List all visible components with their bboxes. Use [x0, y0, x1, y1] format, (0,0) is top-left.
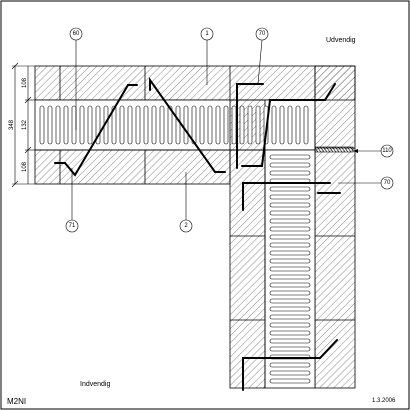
- insulation-slot: [183, 105, 189, 145]
- drawing-date: 1.3.2006: [372, 398, 396, 404]
- insulation-slot: [119, 105, 125, 145]
- wall-tie: [149, 76, 226, 173]
- inner-leaf-vertical: [229, 149, 266, 389]
- insulation-slot: [269, 226, 311, 232]
- insulation-slot: [295, 105, 301, 145]
- wall-ties: [54, 76, 341, 391]
- insulation-slot: [151, 105, 157, 145]
- callout-label-70-top: 70: [258, 31, 266, 37]
- dim-cavity: 132: [22, 120, 28, 131]
- screw-anchor: [314, 146, 354, 153]
- insulation-slot: [269, 218, 311, 224]
- insulation-slot: [271, 105, 277, 145]
- insulation-slot: [269, 282, 311, 288]
- insulation-slot: [207, 105, 213, 145]
- inner-leaf-bottom: [34, 149, 231, 185]
- insulation-slot: [269, 290, 311, 296]
- drawing-code: M2NI: [7, 397, 27, 406]
- insulation-slot: [159, 105, 165, 145]
- insulation-slot: [269, 266, 311, 272]
- dimension-lines: [11, 62, 35, 188]
- dim-total: 348: [9, 120, 15, 131]
- callout-label-110: 110: [382, 148, 392, 154]
- insulation-slot: [269, 338, 311, 344]
- insulation-slot: [269, 210, 311, 216]
- insulation-slot: [39, 105, 45, 145]
- insulation-slot: [269, 242, 311, 248]
- insulation-slot: [215, 105, 221, 145]
- insulation-slot: [303, 105, 309, 145]
- wall-tie: [236, 83, 264, 169]
- insulation-slots-vertical: [269, 154, 311, 384]
- arrow-icon: [353, 149, 358, 153]
- insulation-slot: [269, 378, 311, 384]
- insulation-slot: [269, 194, 311, 200]
- dim-top-leaf: 108: [22, 78, 28, 89]
- insulation-slot: [269, 306, 311, 312]
- insulation-slot: [79, 105, 85, 145]
- insulation-slot: [279, 105, 285, 145]
- insulation-slot: [87, 105, 93, 145]
- insulation-slot: [167, 105, 173, 145]
- insulation-slot: [239, 105, 245, 145]
- wall-tie: [241, 83, 336, 167]
- insulation-slot: [269, 162, 311, 168]
- insulation-slot: [269, 250, 311, 256]
- insulation-slot: [269, 314, 311, 320]
- insulation-slot: [287, 105, 293, 145]
- callout-label-1: 1: [205, 31, 209, 37]
- insulation-slot: [269, 170, 311, 176]
- insulation-slot: [47, 105, 53, 145]
- insulation-slot: [269, 234, 311, 240]
- insulation-slot: [135, 105, 141, 145]
- insulation-slot: [191, 105, 197, 145]
- insulation-slot: [269, 154, 311, 160]
- callout-label-60: 60: [72, 31, 80, 37]
- insulation-slot: [71, 105, 77, 145]
- label-outside: Udvendig: [326, 37, 356, 44]
- insulation-slot: [269, 346, 311, 352]
- insulation-slot: [269, 330, 311, 336]
- insulation-slot: [269, 370, 311, 376]
- insulation-slot: [269, 298, 311, 304]
- callout-label-71: 71: [68, 223, 76, 229]
- outer-leaf-top: [34, 65, 356, 101]
- insulation-slot: [127, 105, 133, 145]
- wall-tie: [242, 339, 338, 391]
- label-inside: Indvendig: [80, 381, 111, 388]
- insulation-slot: [143, 105, 149, 145]
- insulation-slot: [55, 105, 61, 145]
- insulation-slot: [63, 105, 69, 145]
- callout-label-2: 2: [184, 223, 188, 229]
- insulation-slot: [175, 105, 181, 145]
- dim-bottom-leaf: 108: [22, 162, 28, 173]
- insulation-slot: [231, 105, 237, 145]
- callouts: [65, 27, 394, 233]
- insulation-slot: [269, 322, 311, 328]
- insulation-slots-horizontal: [39, 105, 309, 145]
- outer-leaf-right: [314, 65, 356, 389]
- insulation-slot: [269, 186, 311, 192]
- wall-tie: [242, 182, 331, 211]
- insulation-slot: [269, 258, 311, 264]
- wall-tie: [54, 84, 138, 177]
- insulation-slot: [255, 105, 261, 145]
- insulation-slot: [269, 202, 311, 208]
- insulation-slot: [247, 105, 253, 145]
- insulation-slot: [111, 105, 117, 145]
- callout-label-70-right: 70: [383, 180, 391, 186]
- insulation-slot: [223, 105, 229, 145]
- insulation-slot: [199, 105, 205, 145]
- insulation-slot: [269, 274, 311, 280]
- insulation-slot: [269, 362, 311, 368]
